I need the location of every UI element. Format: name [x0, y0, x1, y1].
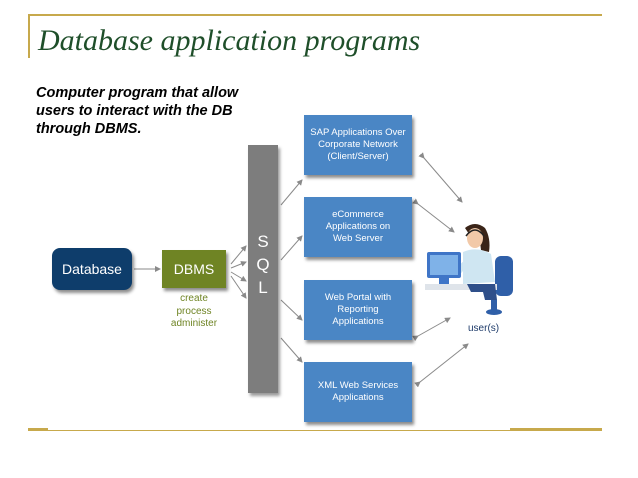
dbms-box: DBMS — [162, 250, 226, 288]
dbms-function: process — [176, 305, 212, 317]
bottom-rule-accent-right — [510, 428, 602, 431]
left-rule — [28, 16, 30, 58]
dbms-sql-arrow-4 — [230, 275, 247, 299]
sql-service-arrow-1 — [280, 179, 303, 206]
service-line: Web Server — [333, 233, 383, 244]
slide-description: Computer program that allow users to int… — [36, 85, 239, 137]
service-user-arrow-4 — [414, 343, 469, 388]
slide-title: Database application programs — [38, 24, 421, 57]
dbms-sql-arrow-3 — [230, 271, 247, 282]
sql-letter: L — [258, 278, 268, 297]
service-line: XML Web Services — [317, 380, 399, 391]
service-line: Applications — [332, 316, 384, 327]
dbms-function: administer — [170, 318, 218, 329]
service-box-sap: SAP Applications Over Corporate Network … — [304, 115, 412, 175]
service-box-web-portal: Web Portal with Reporting Applications — [304, 280, 412, 340]
service-line: Reporting — [337, 304, 379, 315]
dbms-label: DBMS — [173, 261, 215, 277]
service-user-arrow-1 — [418, 152, 463, 203]
top-rule — [28, 14, 602, 16]
service-line: (Client/Server) — [327, 151, 389, 162]
sql-service-arrow-2 — [280, 235, 303, 261]
user-at-computer-icon — [425, 224, 513, 315]
service-line: Applications — [332, 392, 384, 403]
service-user-arrow-3 — [412, 317, 451, 342]
service-line: Corporate Network — [318, 139, 398, 150]
bottom-rule-accent-left — [28, 428, 48, 431]
service-box-xml-web-services: XML Web Services Applications — [304, 362, 412, 422]
service-line: Applications on — [325, 221, 391, 232]
service-user-arrow-2 — [412, 198, 455, 233]
dbms-sql-arrow-2 — [230, 261, 247, 269]
service-line: Web Portal with — [324, 292, 392, 303]
sql-bar: S Q L — [248, 145, 278, 393]
service-box-ecommerce: eCommerce Applications on Web Server — [304, 197, 412, 257]
service-line: SAP Applications Over — [310, 127, 406, 138]
dbms-functions: create process administer — [158, 293, 230, 331]
sql-service-arrow-4 — [280, 337, 303, 363]
database-box: Database — [52, 248, 132, 290]
dbms-function: create — [180, 293, 208, 304]
database-label: Database — [62, 261, 122, 277]
bottom-rule — [28, 430, 602, 431]
dbms-sql-arrow-1 — [230, 245, 247, 265]
sql-letter: S — [257, 232, 269, 251]
service-line: eCommerce — [332, 209, 384, 220]
sql-service-arrow-3 — [280, 299, 303, 321]
sql-letter: Q — [256, 255, 270, 274]
user-label: user(s) — [468, 323, 500, 334]
